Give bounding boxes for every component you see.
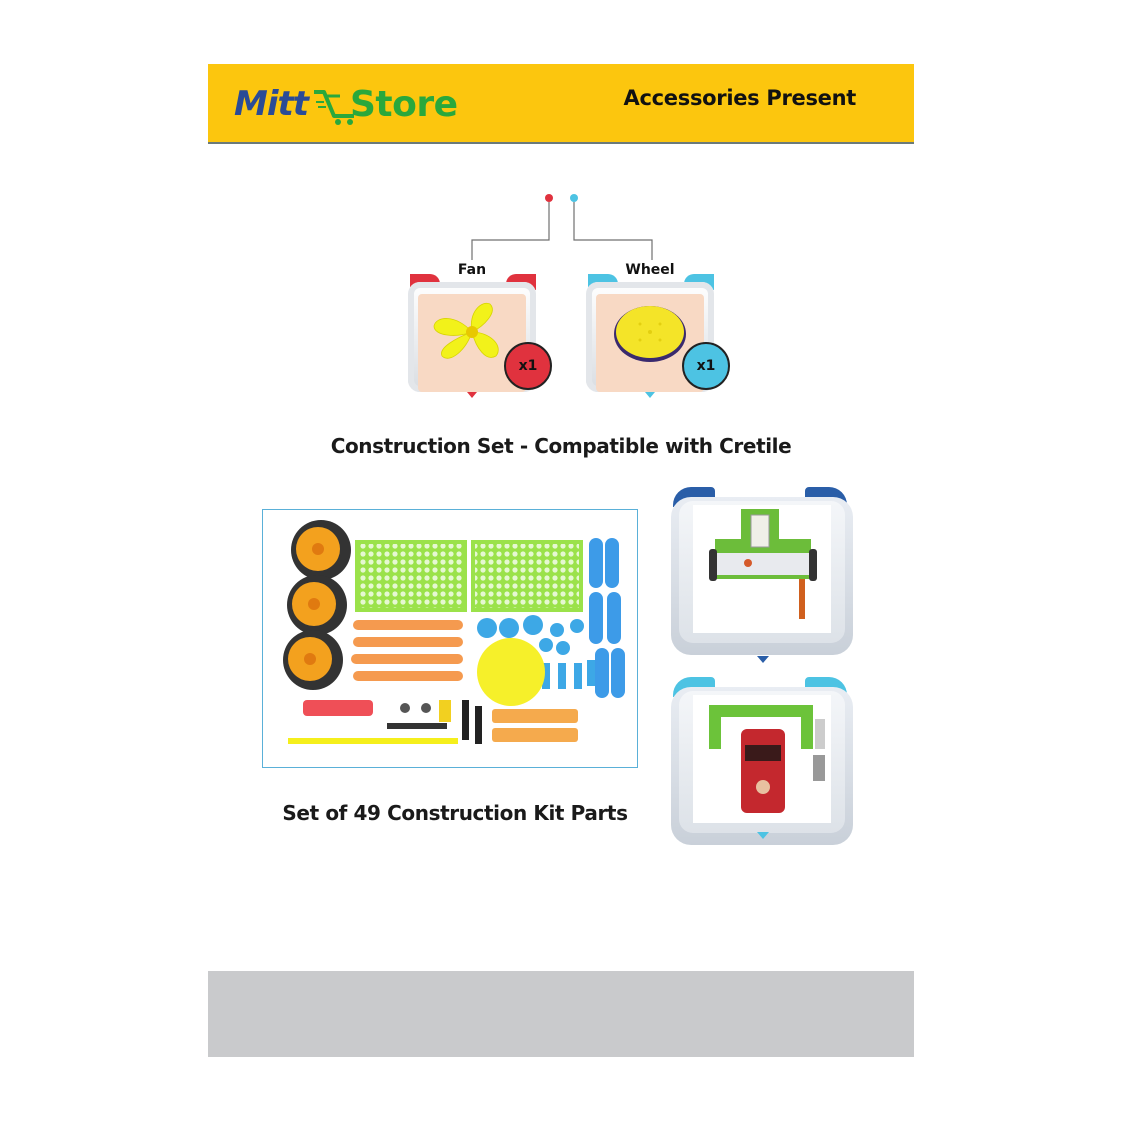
- accessory-card-wheel: Wheel x1: [586, 262, 730, 398]
- car-wash-model-image: [709, 705, 825, 813]
- logo-text-store: Store: [350, 83, 458, 125]
- section-title-construction-set: Construction Set - Compatible with Creti…: [330, 434, 792, 458]
- section-title-kit-parts: Set of 49 Construction Kit Parts: [282, 801, 628, 825]
- construction-kit-parts-image: [262, 509, 638, 768]
- footer-band: [208, 971, 914, 1057]
- accessory-card-fan: Fan x1: [408, 262, 552, 398]
- accessory-label: Wheel: [625, 262, 675, 278]
- wheel-parts: [283, 520, 351, 690]
- parts-illustration: [283, 520, 625, 744]
- shopping-cart-icon: [314, 90, 354, 125]
- logo-text-mitt: Mitt: [234, 84, 309, 124]
- connector-lines: [471, 194, 653, 260]
- mittstore-logo[interactable]: Mitt Store: [234, 82, 458, 126]
- line-follower-robot-image: [709, 509, 817, 619]
- quantity-badge: x1: [682, 342, 730, 390]
- wheel-icon: [614, 306, 686, 362]
- pointer-arrow: [467, 392, 477, 398]
- quantity-badge: x1: [504, 342, 552, 390]
- pointer-arrow: [645, 392, 655, 398]
- pointer-arrow: [757, 656, 769, 663]
- accessory-label: Fan: [457, 262, 487, 278]
- example-card-line-follower: [669, 487, 855, 663]
- pointer-arrow: [757, 832, 769, 839]
- fan-icon: [433, 302, 499, 359]
- example-card-car-wash: [669, 677, 855, 849]
- header-banner: Mitt Store Accessories Present: [208, 64, 914, 144]
- page-title: Accessories Present: [623, 86, 857, 110]
